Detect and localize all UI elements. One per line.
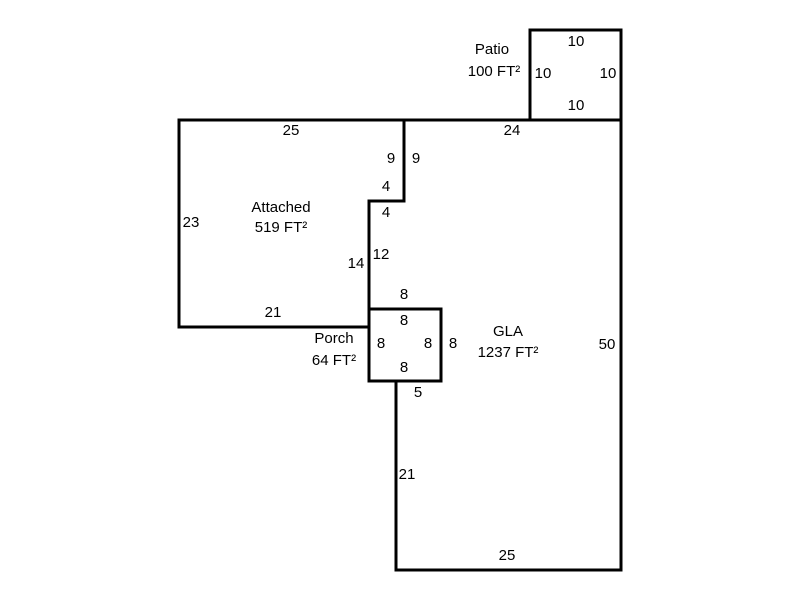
- dim-label: 10: [568, 33, 585, 50]
- dim-label: 10: [600, 65, 617, 82]
- gla-name: GLA: [493, 323, 523, 340]
- attached-name: Attached: [251, 199, 310, 216]
- dim-label: 25: [499, 547, 516, 564]
- dim-label: 10: [568, 97, 585, 114]
- dim-label: 50: [599, 336, 616, 353]
- dim-label: 24: [504, 122, 521, 139]
- dim-label: 4: [382, 178, 390, 195]
- dim-label: 21: [265, 304, 282, 321]
- dim-label: 5: [414, 384, 422, 401]
- dim-label: 10: [535, 65, 552, 82]
- dim-label: 12: [373, 246, 390, 263]
- gla-area: 1237 FT²: [478, 344, 539, 361]
- dim-label: 8: [449, 335, 457, 352]
- dim-label: 8: [377, 335, 385, 352]
- patio-area: 100 FT²: [468, 63, 521, 80]
- attached-outline: [177, 118, 406, 329]
- dim-label: 4: [382, 204, 390, 221]
- dim-label: 14: [348, 255, 365, 272]
- patio-name: Patio: [475, 41, 509, 58]
- dim-label: 8: [424, 335, 432, 352]
- dim-label: 25: [283, 122, 300, 139]
- dim-label: 8: [400, 286, 408, 303]
- attached-area: 519 FT²: [255, 219, 308, 236]
- dim-label: 23: [183, 214, 200, 231]
- porch-name: Porch: [314, 330, 353, 347]
- porch-area: 64 FT²: [312, 352, 356, 369]
- dim-label: 8: [400, 312, 408, 329]
- dim-label: 21: [399, 466, 416, 483]
- dim-label: 9: [412, 150, 420, 167]
- gla-outline: [394, 118, 623, 572]
- porch-outline: [367, 307, 443, 383]
- dim-label: 8: [400, 359, 408, 376]
- dim-label: 9: [387, 150, 395, 167]
